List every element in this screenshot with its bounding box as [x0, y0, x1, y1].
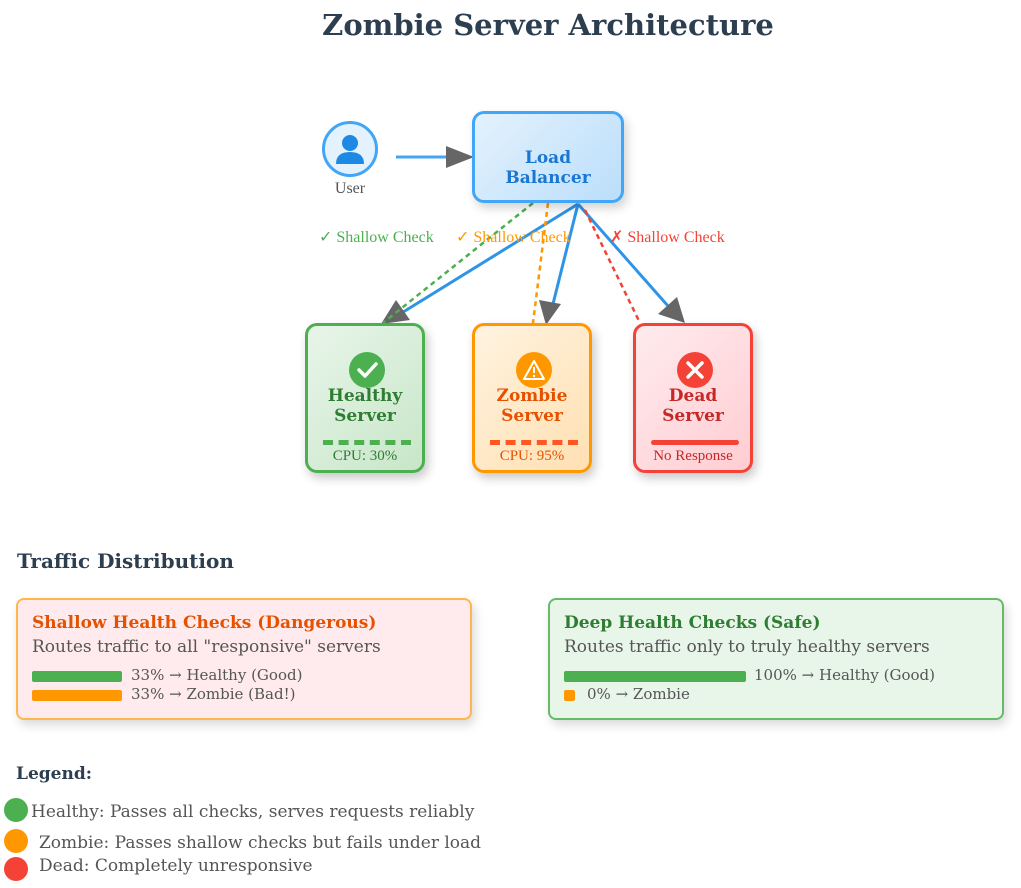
legend-text-zombie: Zombie: Passes shallow checks but fails … — [39, 833, 482, 853]
load-balancer-node: Load Balancer — [472, 111, 624, 203]
legend-text-dead: Dead: Completely unresponsive — [39, 856, 313, 876]
legend-dot-zombie — [4, 829, 28, 853]
shallow-check-label-healthy: ✓ Shallow Check — [319, 229, 434, 246]
zombie-load-indicator — [490, 440, 578, 445]
dead-server-label-line2: Server — [662, 406, 724, 426]
deep-checks-description: Routes traffic only to truly healthy ser… — [564, 637, 930, 657]
deep-row-zombie-text: 0% → Zombie — [587, 685, 690, 703]
page-title: Zombie Server Architecture — [322, 8, 774, 42]
diagram-connectors — [381, 146, 685, 325]
traffic-distribution-title: Traffic Distribution — [17, 549, 234, 573]
shallow-check-label-zombie: ✓ Shallow Check — [456, 229, 571, 246]
deep-checks-heading: Deep Health Checks (Safe) — [564, 613, 821, 633]
shallow-check-healthy-line — [382, 202, 534, 324]
load-balancer-label-line2: Balancer — [505, 168, 591, 188]
legend-dot-dead — [4, 857, 28, 881]
healthy-load-indicator — [323, 440, 411, 445]
user-icon — [336, 135, 364, 164]
zombie-server-label: Zombie Server — [475, 386, 589, 426]
shallow-checks-description: Routes traffic to all "responsive" serve… — [32, 637, 381, 657]
shallow-check-label-dead: ✗ Shallow Check — [610, 229, 725, 246]
legend-title: Legend: — [16, 764, 92, 784]
healthy-server-node: Healthy Server CPU: 30% — [305, 323, 425, 473]
zombie-server-node: Zombie Server CPU: 95% — [472, 323, 592, 473]
lb-to-dead-arrow — [576, 203, 685, 323]
check-icon — [349, 352, 385, 388]
healthy-server-label-line1: Healthy — [327, 386, 403, 406]
healthy-server-label: Healthy Server — [308, 386, 422, 426]
shallow-row-healthy-text: 33% → Healthy (Good) — [131, 666, 303, 684]
dead-load-indicator — [651, 440, 739, 445]
shallow-checks-panel: Shallow Health Checks (Dangerous) Routes… — [16, 598, 472, 720]
shallow-bar-healthy — [32, 671, 122, 682]
healthy-server-metric: CPU: 30% — [332, 448, 398, 464]
shallow-check-zombie-line — [531, 202, 550, 324]
shallow-check-dead-line — [583, 209, 642, 324]
lb-to-zombie-arrow — [539, 203, 580, 325]
shallow-bar-zombie — [32, 690, 122, 701]
dead-server-label-line1: Dead — [668, 386, 718, 406]
shallow-checks-heading: Shallow Health Checks (Dangerous) — [32, 613, 377, 633]
user-to-lb-arrow — [396, 146, 474, 168]
healthy-server-label-line2: Server — [334, 406, 396, 426]
deep-row-healthy-text: 100% → Healthy (Good) — [754, 666, 935, 684]
warning-icon — [516, 352, 552, 388]
load-balancer-label: Load Balancer — [475, 148, 621, 188]
user-label: User — [334, 180, 366, 197]
deep-bar-healthy — [564, 671, 746, 682]
zombie-server-label-line2: Server — [501, 406, 563, 426]
dead-server-metric: No Response — [653, 448, 733, 464]
zombie-server-label-line1: Zombie — [496, 386, 568, 406]
legend-text-healthy: Healthy: Passes all checks, serves reque… — [31, 802, 475, 822]
load-balancer-label-line1: Load — [524, 148, 572, 168]
legend-dot-healthy — [4, 798, 28, 822]
dead-server-label: Dead Server — [636, 386, 750, 426]
deep-bar-zombie — [564, 690, 575, 701]
deep-checks-panel: Deep Health Checks (Safe) Routes traffic… — [548, 598, 1004, 720]
x-icon — [677, 352, 713, 388]
zombie-server-metric: CPU: 95% — [499, 448, 565, 464]
user-avatar — [322, 121, 378, 177]
dead-server-node: Dead Server No Response — [633, 323, 753, 473]
shallow-row-zombie-text: 33% → Zombie (Bad!) — [131, 685, 296, 703]
